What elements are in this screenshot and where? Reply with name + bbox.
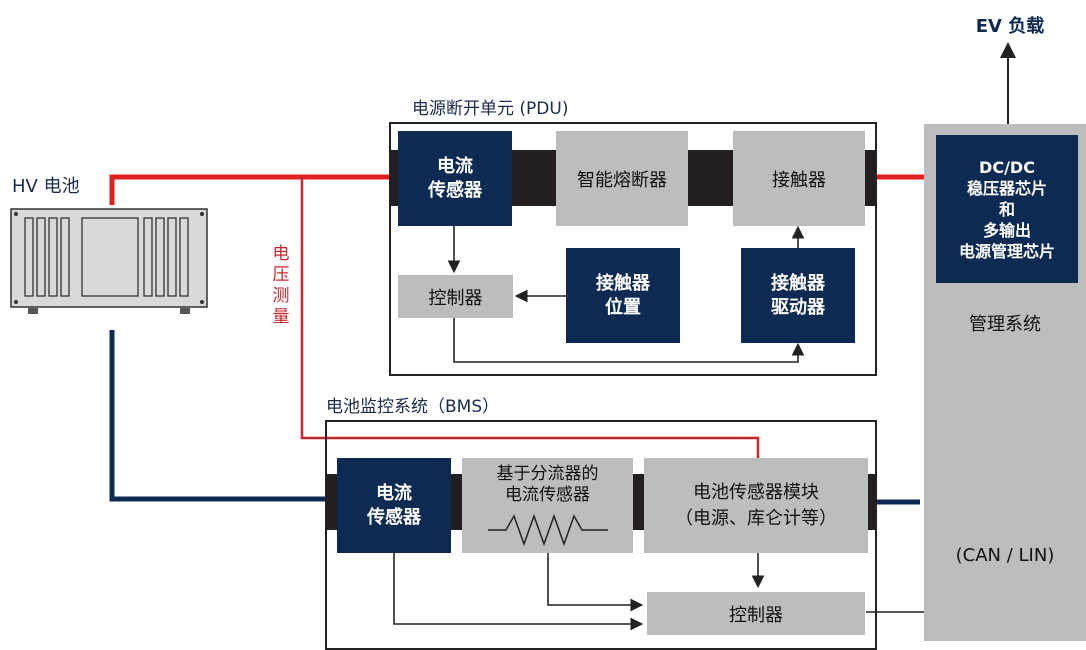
pdu-controller: 控制器 <box>398 275 513 318</box>
hv-positive-line <box>109 174 398 205</box>
management-label: 管理系统 <box>969 314 1041 335</box>
pdu-contactor-position: 接触器 位置 <box>566 248 680 343</box>
pdu-frame <box>389 122 877 376</box>
resistor-icon <box>488 513 608 547</box>
bms-shunt-sensor: 基于分流器的 电流传感器 <box>462 458 633 553</box>
arrow-controller-to-driver <box>453 318 805 363</box>
hv-negative-line <box>109 330 336 502</box>
bms-title: 电池监控系统（BMS） <box>326 397 500 417</box>
bms-controller: 控制器 <box>647 592 865 635</box>
pdu-smart-fuse: 智能熔断器 <box>556 131 688 226</box>
pdu-title: 电源断开单元 (PDU) <box>412 99 569 119</box>
arrow-sensor-to-controller-bms <box>393 553 644 631</box>
voltage-measure-label: 电 压 测 量 <box>272 244 290 327</box>
arrow-shunt-to-controller <box>547 553 644 612</box>
dcdc-power-management-chip: DC/DC 稳压器芯片 和 多输出 电源管理芯片 <box>936 135 1078 283</box>
pdu-contactor: 接触器 <box>733 131 865 226</box>
pdu-contactor-driver: 接触器 驱动器 <box>741 248 855 343</box>
bms-shunt-sensor-label: 基于分流器的 电流传感器 <box>496 464 599 505</box>
ev-load-label: EV 负载 <box>975 16 1045 37</box>
bms-current-sensor: 电流 传感器 <box>337 458 451 553</box>
bus-label: (CAN / LIN) <box>955 545 1055 566</box>
voltage-measure-line <box>300 177 760 458</box>
bms-battery-sensor-module: 电池传感器模块 （电源、库仑计等） <box>644 458 868 553</box>
pdu-current-sensor: 电流 传感器 <box>398 131 512 226</box>
battery-icon <box>10 208 208 314</box>
hv-battery-label: HV 电池 <box>12 176 80 197</box>
